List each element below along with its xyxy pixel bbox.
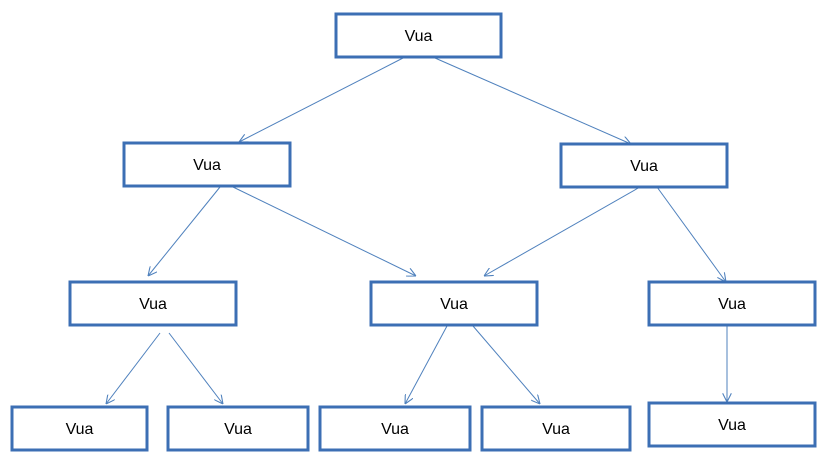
node-label: Vua [66, 421, 94, 438]
edge-n1-n3 [434, 57, 631, 144]
node-n6: Vua [647, 280, 817, 327]
node-label: Vua [440, 296, 468, 313]
edge-n4-n7 [106, 332, 161, 404]
edges [106, 57, 727, 404]
node-n5: Vua [369, 280, 539, 327]
edge-n2-n4 [148, 186, 221, 276]
node-label: Vua [224, 421, 252, 438]
node-n2: Vua [122, 141, 292, 188]
edge-n1-n2 [239, 57, 404, 142]
edge-n4-n8 [168, 332, 223, 404]
node-label: Vua [718, 296, 746, 313]
node-n1: Vua [334, 12, 503, 59]
nodes: Vua Vua Vua Vua Vua Vua Vua Vua [10, 12, 817, 452]
node-label: Vua [718, 417, 746, 434]
node-label: Vua [630, 158, 658, 175]
edge-n3-n6 [656, 186, 726, 282]
node-label: Vua [381, 421, 409, 438]
node-label: Vua [193, 157, 221, 174]
node-label: Vua [405, 28, 433, 45]
edge-n5-n9 [405, 325, 448, 404]
node-n10: Vua [480, 405, 632, 452]
node-n8: Vua [166, 405, 310, 452]
node-label: Vua [139, 296, 167, 313]
node-label: Vua [542, 421, 570, 438]
node-n7: Vua [10, 405, 149, 452]
node-n11: Vua [647, 401, 817, 448]
edge-n5-n10 [472, 325, 540, 404]
node-n4: Vua [68, 280, 238, 327]
edge-n3-n5 [484, 186, 641, 276]
edge-n2-n5 [232, 186, 416, 276]
node-n9: Vua [318, 405, 472, 452]
node-n3: Vua [559, 142, 729, 189]
